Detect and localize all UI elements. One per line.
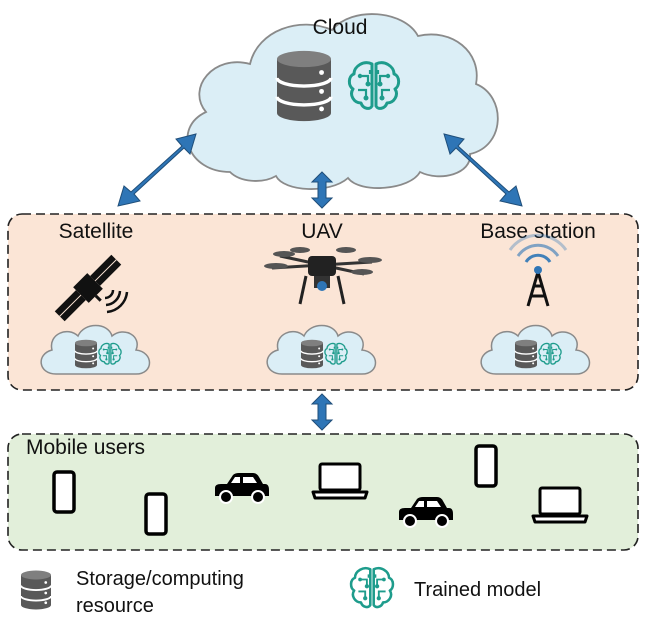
main-cloud-shape (186, 13, 499, 190)
satellite-icon (54, 254, 122, 322)
legend-storage-label-line1: Storage/computing (76, 568, 244, 590)
cloud-label: Cloud (313, 16, 368, 39)
laptop-icon (531, 486, 589, 524)
cloud-storage-icon (275, 49, 333, 123)
laptop-icon (311, 462, 369, 500)
phone-icon (474, 444, 498, 488)
legend-model-icon (349, 566, 395, 609)
main-cloud: Cloud (186, 13, 499, 190)
cloud-basestation-arrow (443, 133, 523, 207)
legend-storage-label-line2: resource (76, 595, 154, 617)
phone-icon (52, 470, 76, 514)
legend-storage-icon (20, 569, 52, 611)
base-station-label: Base station (480, 220, 596, 243)
satellite-signal-icon (104, 289, 129, 314)
uav-label: UAV (301, 220, 343, 243)
legend-model-label: Trained model (414, 579, 541, 601)
uav-storage-icon (300, 339, 324, 369)
cloud-satellite-arrow (117, 133, 197, 207)
phone-icon (144, 492, 168, 536)
mobile-users-label: Mobile users (26, 436, 145, 459)
base-station-icon (508, 233, 568, 307)
legend: Storage/computing resource Trained model (20, 566, 541, 617)
uav-icon (264, 247, 382, 305)
mobile-panel: Mobile users (7, 433, 639, 551)
base-station-storage-icon (514, 339, 538, 369)
satellite-label: Satellite (59, 220, 134, 243)
edge-panel: Satellite UAV Base station (7, 213, 639, 391)
satellite-storage-icon (74, 339, 98, 369)
edge-mobile-arrow (311, 393, 333, 431)
